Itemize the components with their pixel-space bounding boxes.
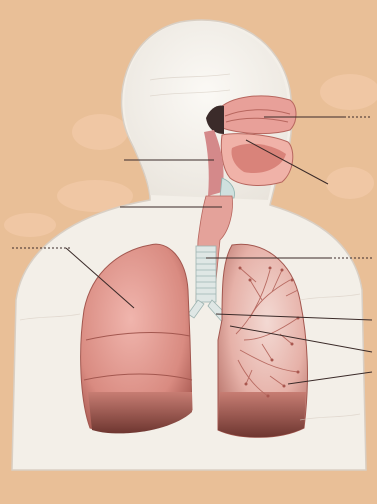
blank-label-patch xyxy=(4,213,56,237)
blank-label-patch xyxy=(72,114,128,150)
nasal-cavity xyxy=(218,96,296,134)
blank-label-patch xyxy=(326,167,374,199)
